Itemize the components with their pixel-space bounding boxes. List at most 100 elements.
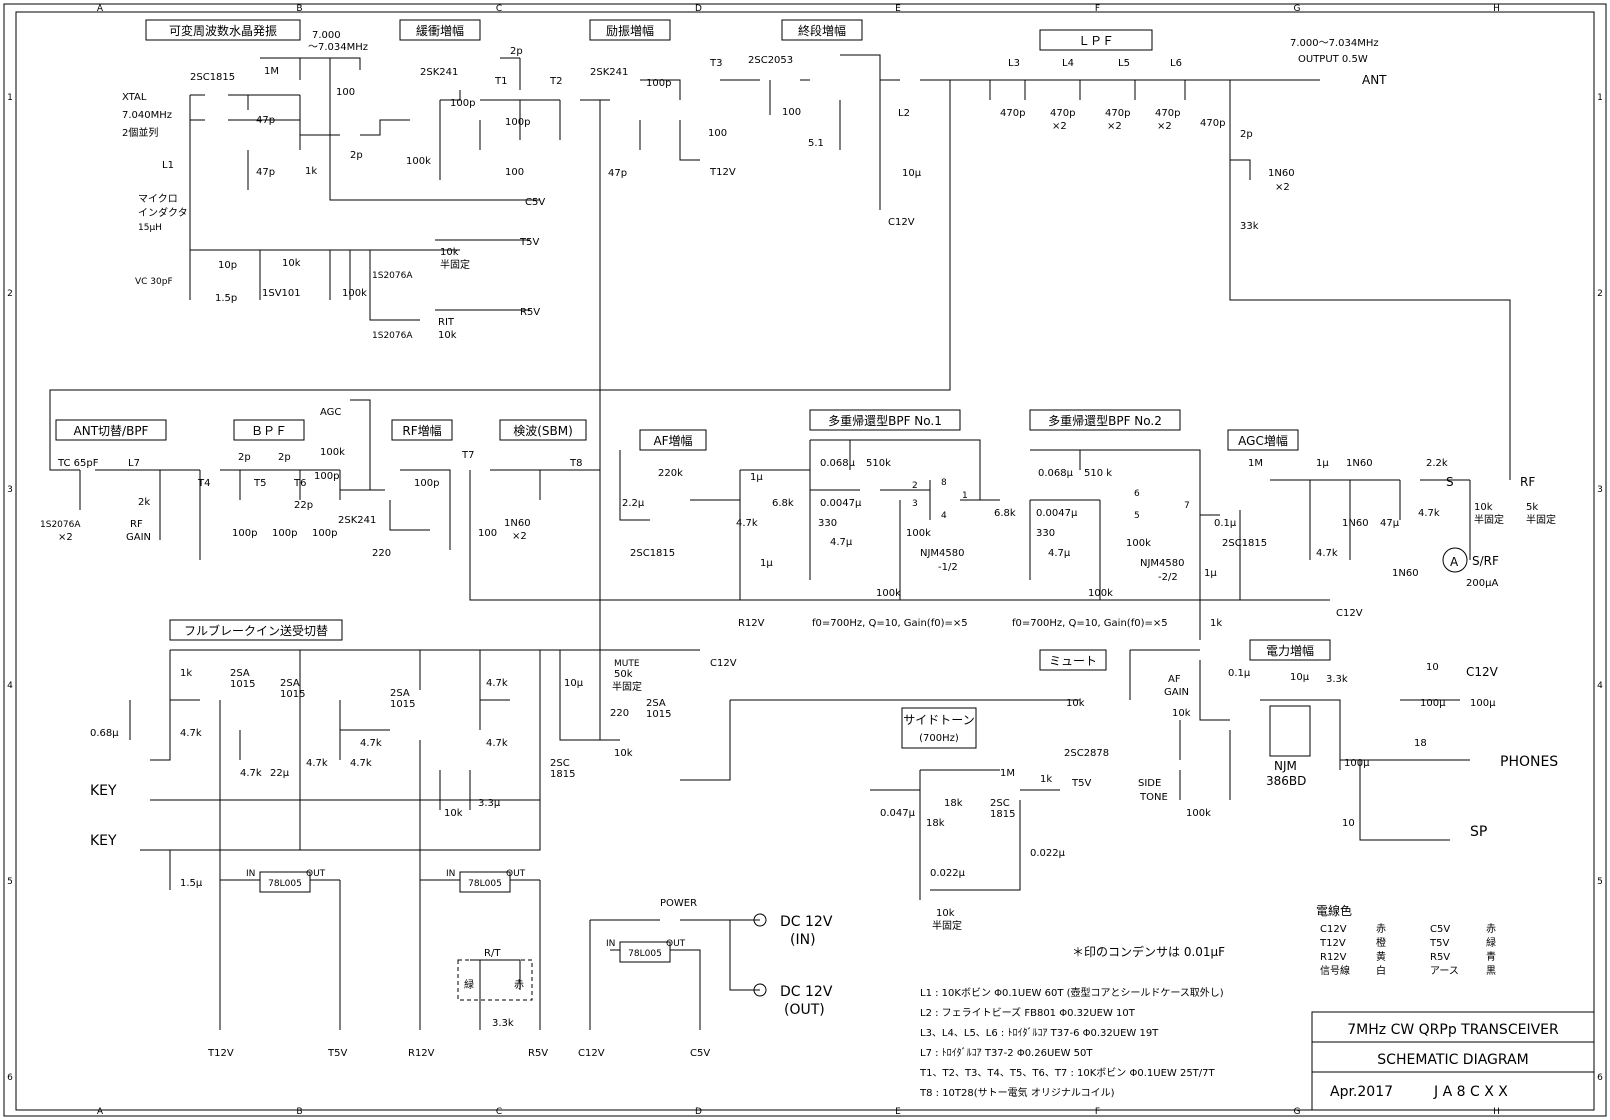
label-pot10kd: 10k [936,908,955,919]
label-r100k5: 100k [876,588,901,599]
label-c1ua: 1μ [750,472,763,483]
grid-col-label: C [496,4,502,14]
label-r100a: 100 [336,87,355,98]
label-pnp3b: 1015 [390,699,415,710]
label-gain: GAIN [126,532,151,543]
label-c100ue: 100μ [1344,758,1370,769]
grid-col-label: H [1493,4,1500,14]
label-c100pb: 100p [505,117,530,128]
label-c47pc: 47p [608,168,627,179]
label-r47kh: 4.7k [360,738,382,749]
label-q10b: 1815 [990,809,1015,820]
label-afgain2: GAIN [1164,687,1189,698]
label-pin4: 4 [941,511,947,521]
label-r220: 220 [372,548,391,559]
label-dcout2: (OUT) [784,1002,825,1018]
wires [49,54,1511,1030]
label-l1: L1 [162,160,174,171]
inner-frame [15,11,1595,1111]
label-c10uc: 10μ [1290,672,1310,683]
label-hankotei5: 半固定 [932,919,962,932]
label-r100k7: 100k [1088,588,1113,599]
label-r47kj: 4.7k [486,738,508,749]
label-c100uc: 100μ [1420,698,1446,709]
label-d1n60e: 1N60 [1392,568,1419,579]
label-in2: IN [446,869,455,879]
label-side: SIDE [1138,778,1161,789]
label-t3: T3 [709,58,722,69]
label-l2: L2 [898,108,910,119]
label-njm1: NJM4580 [920,548,965,559]
grid-row-label: 6 [1597,1073,1603,1083]
label-t5v: T5V [519,237,539,248]
label-c22u: 2.2μ [622,498,645,509]
label-x2a: ×2 [1052,121,1067,132]
wire-color-cell: R5V [1430,952,1450,963]
grid-col-label: A [97,4,104,14]
label-r10k: 10k [282,258,301,269]
coil-note: L2 : フェライトビーズ FB801 Φ0.32UEW 10T [920,1006,1136,1019]
label-c470b: 470p [1050,108,1075,119]
label-c5v: C5V [525,197,545,208]
label-c100pc: 100p [646,78,671,89]
block-mfb2: 多重帰還型BPF No.2 [1048,414,1162,428]
title-block: 7MHz CW QRPp TRANSCEIVER SCHEMATIC DIAGR… [1311,1011,1595,1111]
label-l7: L7 [128,458,140,469]
label-c12vc: C12V [710,658,737,669]
label-c1ub: 1μ [760,558,773,569]
label-pot5k: 5k [1526,502,1538,513]
label-pnp4: 2SA [646,698,666,709]
label-pin2: 2 [912,481,918,491]
label-r68kb: 6.8k [994,508,1016,519]
label-r33kc: 3.3k [1326,674,1348,685]
label-hankotei4: 半固定 [612,680,642,693]
label-r1kb: 1k [1210,618,1222,629]
label-f0a: f0=700Hz, Q=10, Gain(f0)=×5 [812,618,968,629]
label-c10u: 10μ [902,168,922,179]
label-c0022b: 0.022μ [930,868,966,879]
label-c100pd: 100p [232,528,257,539]
label-out2: OUT [506,869,526,879]
label-pin3: 3 [912,499,918,509]
label-njm2b: -2/2 [1158,572,1178,583]
label-mute: MUTE [614,659,640,669]
label-c1ud: 1μ [1204,568,1217,579]
coil-note: T1、T2、T3、T4、T5、T6、T7 : 10Kボビン Φ0.1UEW 25… [919,1067,1216,1079]
label-bus-t5v: T5V [327,1048,347,1059]
label-r47kd: 4.7k [180,728,202,739]
grid-col-label: E [895,4,901,14]
label-r18k: 18k [944,798,963,809]
label-micro3: 15μH [138,223,162,233]
title-line2: SCHEMATIC DIAGRAM [1377,1052,1528,1068]
grid-row-label: 5 [7,877,13,887]
label-pot100k: 100k [1186,808,1211,819]
label-c47pa: 47p [256,115,275,126]
label-pin1: 1 [962,491,968,501]
label-q1: 2SC1815 [190,72,235,83]
label-pnp3: 2SA [390,688,410,699]
label-r100k4: 100k [906,528,931,539]
label-c15u: 1.5μ [180,878,203,889]
label-q8b: 1815 [550,769,575,780]
label-l3: L3 [1008,58,1020,69]
block-mute: ミュート [1049,654,1097,668]
block-breakin: フルブレークイン送受切替 [184,623,328,638]
label-r100c: 100 [708,128,727,139]
grid-col-label: H [1493,1107,1500,1117]
label-r1kd: 1k [1040,774,1052,785]
coil-note: L3、L4、L5、L6 : ﾄﾛｲﾀﾞﾙｺｱ T37-6 Φ0.32UEW 19… [920,1027,1159,1039]
label-r100k: 100k [406,156,431,167]
label-r1mc: 1M [1000,768,1015,779]
label-vc: VC 30pF [135,277,173,287]
block-final: 終段増幅 [798,23,846,38]
grid-row-label: 2 [7,289,13,299]
label-d1n60c: 1N60 [1346,458,1373,469]
label-tone: TONE [1139,792,1168,803]
label-xtal-f: 7.040MHz [122,110,172,121]
label-bus-r5v: R5V [528,1048,548,1059]
label-dcin2: (IN) [790,932,816,948]
label-reg3: 78L005 [628,949,662,959]
block-titles: 可変周波数水晶発振 緩衝増幅 励振増幅 終段増幅 ＬＰＦ ANT切替/BPF Ｂ… [55,19,1331,749]
